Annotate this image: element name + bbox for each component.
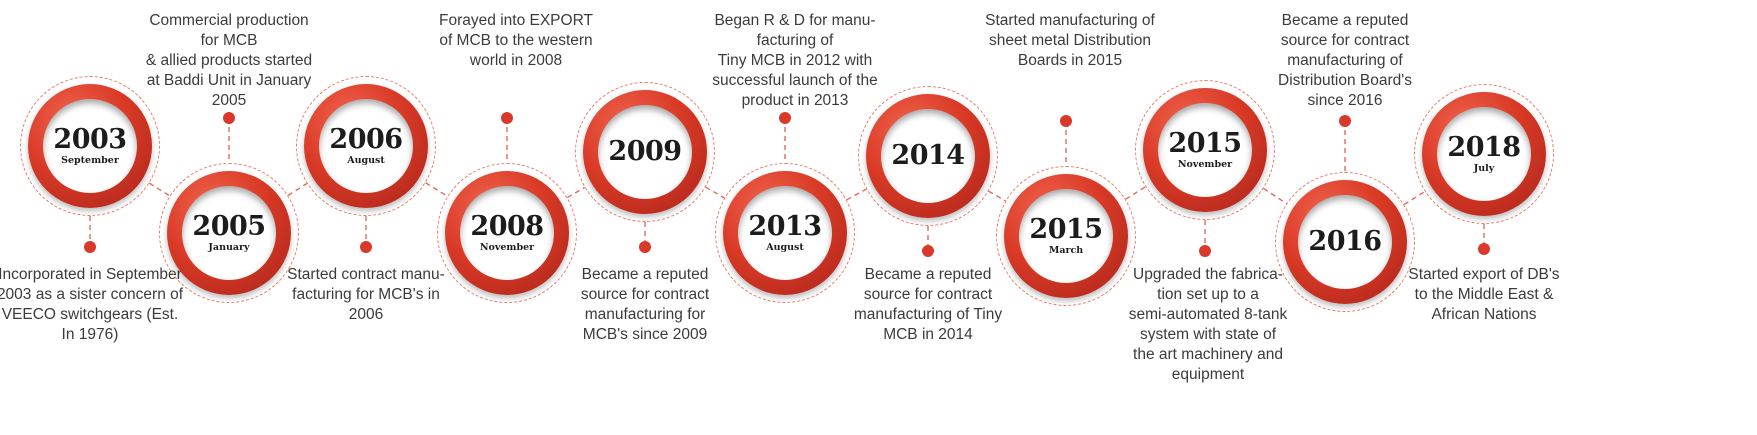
node-dashed-halo	[1275, 172, 1415, 312]
milestone-month: November	[479, 241, 535, 253]
milestone-node: 2016	[1275, 172, 1415, 312]
milestone-year: 2006	[329, 123, 403, 155]
milestone-description: Forayed into EXPORT of MCB to the wester…	[439, 12, 593, 69]
connector-line	[567, 186, 585, 199]
milestone-description: Became a reputed source for contract man…	[1278, 12, 1412, 109]
milestone-dot	[1339, 115, 1351, 127]
milestone-node: 2014	[858, 86, 998, 226]
node-dashed-halo	[575, 82, 715, 222]
connector-line	[287, 182, 308, 197]
milestone-node: 2009	[575, 82, 715, 222]
node-dashed-halo	[437, 163, 577, 303]
connector-line	[988, 190, 1006, 202]
milestone-year: 2015	[1029, 213, 1103, 245]
node-core: 2016	[1298, 195, 1392, 289]
milestone-description: Started contract manu- facturing for MCB…	[287, 266, 445, 323]
milestone-month: January	[208, 241, 250, 253]
milestone-year: 2003	[53, 123, 127, 155]
node-dashed-halo	[296, 76, 436, 216]
milestone-description: Started export of DB's to the Middle Eas…	[1408, 266, 1560, 323]
milestone-description: Upgraded the fabrica- tion set up to a s…	[1128, 266, 1288, 383]
connector-line	[705, 186, 725, 199]
connector-line	[846, 188, 867, 201]
node-dashed-halo	[1135, 80, 1275, 220]
node-core: 2009	[598, 105, 692, 199]
node-dashed-halo	[20, 76, 160, 216]
connector-line	[1263, 187, 1287, 205]
milestone-dot	[360, 241, 372, 253]
milestone-year: 2009	[608, 136, 682, 167]
connector-line	[1125, 186, 1146, 200]
node-dashed-halo	[996, 166, 1136, 306]
milestone-dot	[1199, 245, 1211, 257]
milestone-month: March	[1048, 244, 1084, 256]
node-core: 2014	[881, 109, 975, 203]
milestone-description: Commercial production for MCB & allied p…	[145, 12, 313, 109]
milestone-dot	[779, 112, 791, 124]
milestone-description: Incorporated in September 2003 as a sist…	[0, 266, 184, 343]
connector-line	[148, 182, 171, 197]
milestone-year: 2014	[891, 140, 965, 171]
milestone-description: Became a reputed source for contract man…	[580, 266, 710, 343]
milestone-dot	[501, 112, 513, 124]
milestone-description: Started manufacturing of sheet metal Dis…	[985, 12, 1155, 69]
milestone-month: July	[1473, 162, 1495, 174]
milestone-description: Began R & D for manu- facturing of Tiny …	[712, 12, 878, 109]
milestone-dot	[84, 241, 96, 253]
milestone-dot	[1478, 243, 1490, 255]
milestone-year: 2015	[1168, 127, 1242, 159]
milestone-dot	[639, 241, 651, 253]
milestone-dot	[922, 245, 934, 257]
milestone-dot	[1060, 115, 1072, 127]
milestone-month: August	[766, 241, 804, 253]
connector-line	[425, 182, 448, 197]
milestone-month: November	[1177, 158, 1233, 170]
milestone-month: August	[347, 154, 385, 166]
milestone-month: September	[61, 154, 119, 166]
milestone-year: 2016	[1308, 226, 1382, 257]
milestone-year: 2013	[748, 210, 822, 242]
milestone-year: 2005	[192, 210, 266, 242]
node-dashed-halo	[715, 163, 855, 303]
connector-line	[1403, 190, 1426, 206]
milestone-year: 2018	[1447, 131, 1521, 163]
node-dashed-halo	[159, 163, 299, 303]
node-dashed-halo	[858, 86, 998, 226]
node-dashed-halo	[1414, 84, 1554, 224]
milestone-description: Became a reputed source for contract man…	[853, 266, 1003, 343]
milestone-dot	[223, 112, 235, 124]
milestone-year: 2008	[470, 210, 544, 242]
